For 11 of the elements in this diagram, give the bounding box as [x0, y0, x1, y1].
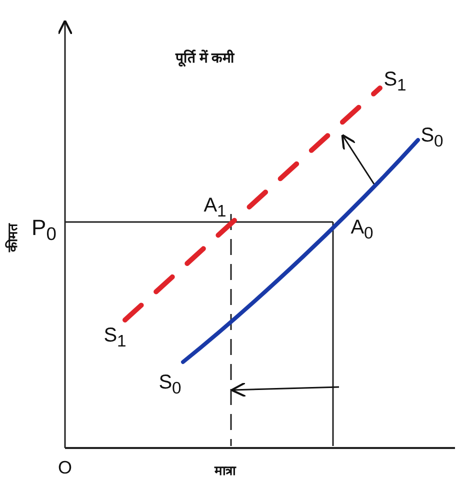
- chart-title: पूर्ति में कमी: [176, 48, 234, 66]
- axis-title: मात्रा: [214, 462, 236, 479]
- curve-label: S$_{0}$: [420, 124, 444, 152]
- curve-label: S$_{1}$: [104, 324, 126, 352]
- origin-label: O: [58, 458, 72, 478]
- point-label: A$_{1}$: [204, 194, 226, 222]
- point-label: A$_{0}$: [350, 216, 374, 244]
- curve-label: S$_{1}$: [384, 68, 406, 96]
- axis-title: कीमत: [4, 224, 21, 252]
- curve-label: S$_{0}$: [158, 372, 182, 398]
- axis-value-label: P$_{0}$: [32, 214, 56, 246]
